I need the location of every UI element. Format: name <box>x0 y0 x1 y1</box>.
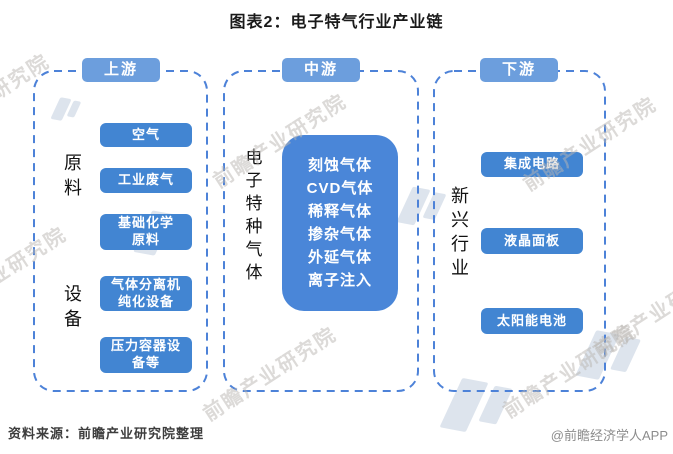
gas-type-dilution: 稀释气体 <box>307 203 372 220</box>
tab-midstream: 中游 <box>282 58 360 82</box>
panel-border <box>433 70 606 392</box>
gas-type-etching: 刻蚀气体 <box>307 157 372 174</box>
node-integrated-circuits: 集成电路 <box>481 152 583 177</box>
side-label-raw-materials: 原料 <box>64 153 82 198</box>
gas-type-cvd: CVD气体 <box>306 180 374 197</box>
tab-downstream: 下游 <box>480 58 558 82</box>
side-label-electronic-specialty-gas: 电子特种气体 <box>245 148 263 282</box>
gas-type-ion-implantation: 离子注入 <box>307 272 372 289</box>
tab-upstream: 上游 <box>82 58 160 82</box>
source-note: 资料来源：前瞻产业研究院整理 <box>8 426 205 441</box>
node-industrial-waste-gas: 工业废气 <box>100 168 192 193</box>
node-air: 空气 <box>100 123 192 147</box>
gas-type-epitaxy: 外延气体 <box>307 249 372 266</box>
node-solar-cells: 太阳能电池 <box>481 308 583 334</box>
gas-type-doping: 掺杂气体 <box>307 226 372 243</box>
gas-types-box: 刻蚀气体 CVD气体 稀释气体 掺杂气体 外延气体 离子注入 <box>282 135 398 311</box>
side-label-equipment: 设备 <box>64 284 82 329</box>
page-title: 图表2：电子特气行业产业链 <box>229 14 444 31</box>
node-basic-chemical-materials: 基础化学 原料 <box>100 214 192 250</box>
credit-note: @前瞻经济学人APP <box>550 428 668 443</box>
side-label-emerging-industries: 新兴行业 <box>451 186 469 278</box>
node-lcd-panels: 液晶面板 <box>481 228 583 254</box>
node-gas-separation-purification-equipment: 气体分离机 纯化设备 <box>100 276 192 311</box>
node-pressure-vessel-equipment: 压力容器设 备等 <box>100 337 192 373</box>
downstream-panel <box>433 70 606 392</box>
